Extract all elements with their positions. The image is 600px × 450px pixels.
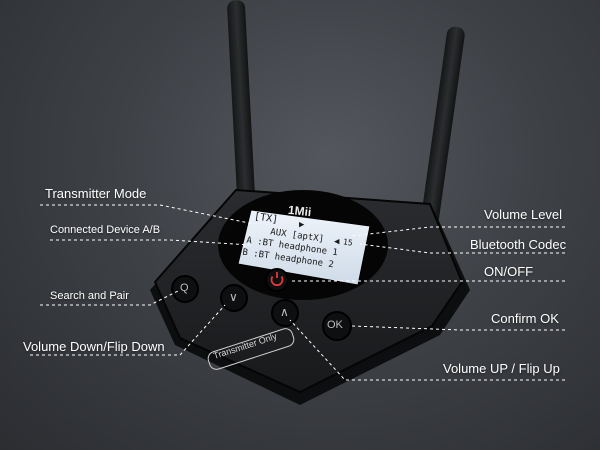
search-button-shape <box>171 275 199 303</box>
antenna-left <box>227 0 256 216</box>
lcd-mode: [TX] <box>253 211 279 226</box>
callout-transmitter-mode: Transmitter Mode <box>45 186 147 201</box>
speaker-icon: ◀ <box>334 237 340 247</box>
antenna-right <box>421 26 465 226</box>
volume-down-button[interactable]: ∨ <box>229 290 238 304</box>
callout-search-pair: Search and Pair <box>50 290 129 302</box>
power-button-shape <box>265 268 289 292</box>
callout-volume-down: Volume Down/Flip Down <box>23 339 165 354</box>
lcd-panel <box>237 209 371 286</box>
callout-on-off: ON/OFF <box>484 264 534 279</box>
callout-connected-device: Connected Device A/B <box>50 224 161 236</box>
callout-bluetooth-codec: Bluetooth Codec <box>470 237 567 252</box>
ok-button-shape <box>322 311 352 341</box>
transmitter-only-frame <box>207 328 295 370</box>
callout-confirm-ok: Confirm OK <box>491 311 559 326</box>
callout-lines <box>30 204 565 381</box>
lcd-play-icon: ▶ <box>299 220 305 230</box>
power-icon <box>270 275 284 286</box>
lcd-volume-level: 15 <box>342 237 354 248</box>
volume-up-button-shape <box>271 299 299 327</box>
callout-volume-level: Volume Level <box>484 207 563 222</box>
volume-up-button[interactable]: ∧ <box>280 305 289 319</box>
search-button[interactable]: Q <box>180 282 189 294</box>
ok-button[interactable]: OK <box>327 319 343 331</box>
callout-volume-up: Volume UP / Flip Up <box>443 361 560 376</box>
power-button[interactable] <box>266 269 288 291</box>
volume-down-button-shape <box>220 284 248 312</box>
